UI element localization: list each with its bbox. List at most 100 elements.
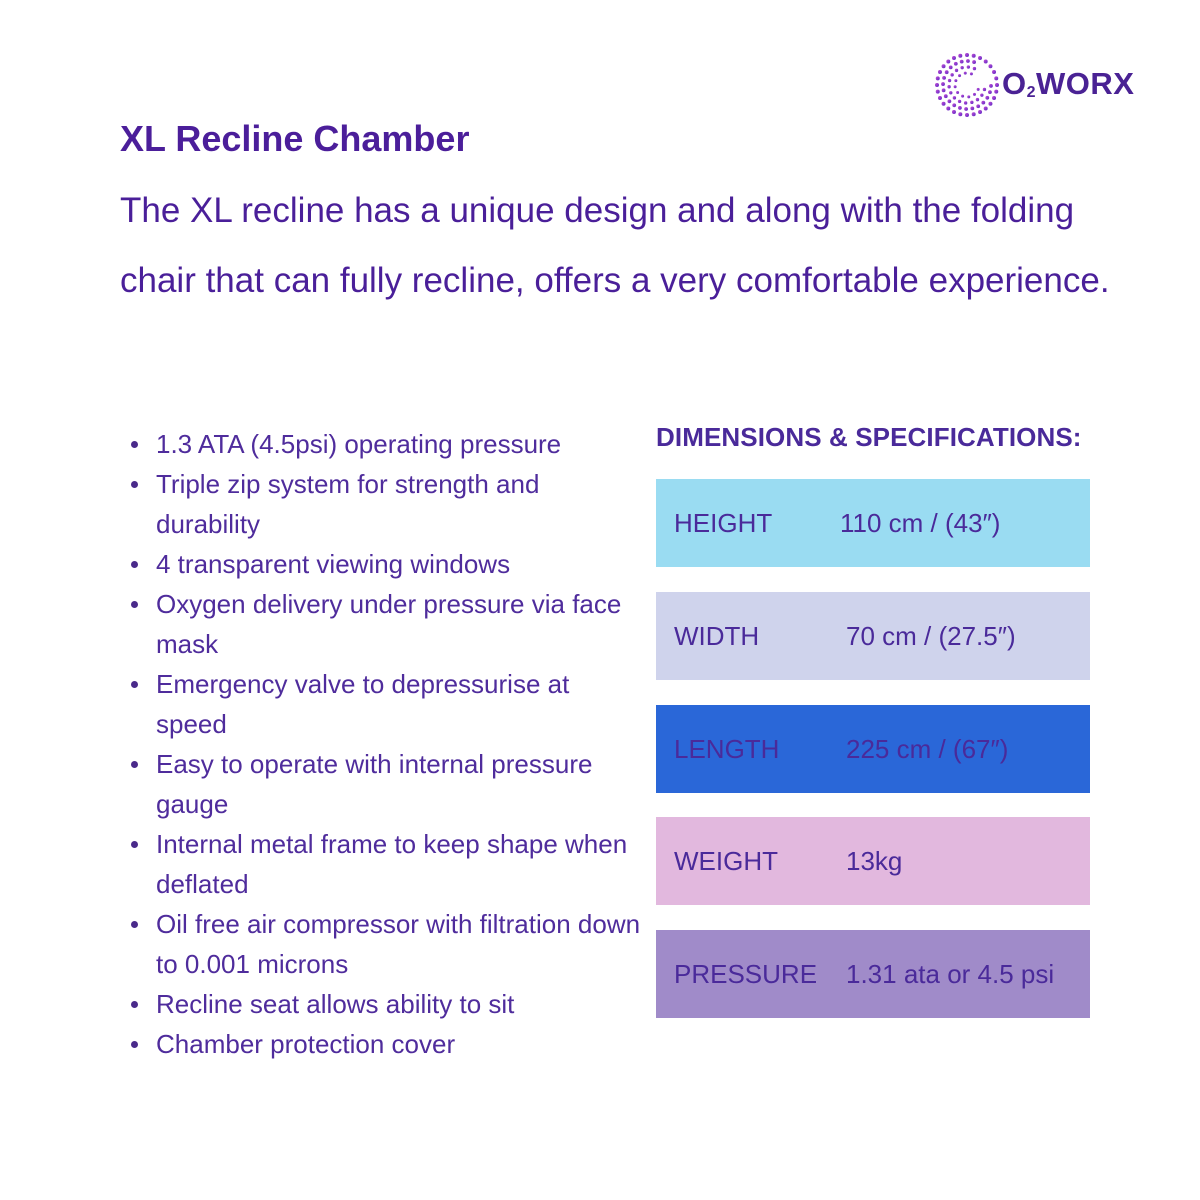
logo-dot bbox=[966, 59, 970, 63]
logo-dot bbox=[935, 89, 940, 94]
logo-dot bbox=[935, 83, 939, 87]
logo-dot bbox=[989, 84, 993, 88]
logo-dot bbox=[983, 106, 988, 111]
spec-row-width: WIDTH 70 cm / (27.5″) bbox=[656, 592, 1090, 680]
logo-dot bbox=[947, 99, 952, 104]
spec-row-length: LENGTH 225 cm / (67″) bbox=[656, 705, 1090, 793]
spec-row-weight: WEIGHT 13kg bbox=[656, 817, 1090, 905]
spec-label: WIDTH bbox=[674, 621, 760, 651]
logo-dot bbox=[971, 112, 976, 117]
feature-item: Triple zip system for strength and durab… bbox=[131, 464, 646, 544]
logo-dot bbox=[957, 99, 962, 104]
page-title: XL Recline Chamber bbox=[120, 118, 470, 159]
brand-o: O bbox=[1002, 66, 1027, 101]
logo-dot bbox=[970, 106, 975, 111]
logo-dot bbox=[941, 82, 945, 86]
spec-value: 110 cm / (43″) bbox=[840, 508, 1001, 538]
logo-dot bbox=[948, 65, 953, 70]
logo-dot bbox=[946, 59, 951, 64]
spec-value: 1.31 ata or 4.5 psi bbox=[846, 959, 1055, 989]
logo-dot bbox=[959, 59, 964, 64]
logo-dot bbox=[943, 94, 948, 99]
feature-item: Oil free air compressor with filtration … bbox=[131, 904, 646, 984]
logo-dot bbox=[953, 61, 958, 66]
feature-item: Internal metal frame to keep shape when … bbox=[131, 824, 646, 904]
logo-dot bbox=[992, 69, 997, 74]
logo-dot bbox=[971, 53, 976, 58]
logo-dot bbox=[951, 110, 956, 115]
feature-item: Chamber protection cover bbox=[131, 1024, 646, 1064]
logo-dot bbox=[935, 76, 940, 81]
feature-item: Recline seat allows ability to sit bbox=[131, 984, 646, 1024]
feature-item: Emergency valve to depressurise at speed bbox=[131, 664, 646, 744]
logo-dot bbox=[944, 70, 949, 75]
logo-dot bbox=[988, 90, 992, 94]
logo-dot bbox=[994, 76, 999, 81]
spec-label: PRESSURE bbox=[674, 959, 818, 989]
logo-dot bbox=[951, 55, 956, 60]
logo-dot bbox=[972, 60, 976, 64]
logo-dot bbox=[967, 95, 971, 99]
brand-worx: WORX bbox=[1036, 66, 1135, 101]
spec-value: 225 cm / (67″) bbox=[846, 734, 1009, 764]
logo-dot bbox=[953, 85, 957, 89]
feature-item: 4 transparent viewing windows bbox=[131, 544, 646, 584]
intro-paragraph: The XL recline has a unique design and a… bbox=[120, 191, 1110, 300]
logo-dot bbox=[988, 64, 993, 69]
logo-dot bbox=[992, 96, 997, 101]
brand-wordmark: O2WORX bbox=[1002, 66, 1134, 102]
logo-dot bbox=[958, 106, 962, 110]
logo-dot bbox=[980, 93, 984, 97]
logo-dot bbox=[937, 96, 942, 101]
logo-dot bbox=[958, 74, 962, 78]
spec-label: WEIGHT bbox=[674, 846, 778, 876]
logo-dot bbox=[976, 87, 980, 91]
logo-dot bbox=[960, 65, 964, 70]
logo-dot bbox=[983, 59, 988, 64]
logo-dot bbox=[958, 53, 963, 58]
logo-dot bbox=[995, 83, 999, 87]
logo-dot bbox=[961, 94, 965, 98]
logo-dot bbox=[947, 78, 952, 83]
logo-dot bbox=[965, 53, 969, 57]
logo-dot bbox=[969, 72, 973, 76]
logo-dot bbox=[972, 92, 976, 96]
logo-dot bbox=[949, 91, 953, 95]
logo-dot bbox=[985, 95, 990, 100]
logo-dot bbox=[981, 100, 986, 105]
brand-logo: O2WORX bbox=[934, 52, 1144, 118]
spec-row-height: HEIGHT 110 cm / (43″) bbox=[656, 479, 1090, 567]
logo-dot bbox=[978, 55, 983, 60]
logo-dot bbox=[963, 71, 967, 75]
logo-dot bbox=[976, 104, 981, 109]
logo-dot bbox=[942, 76, 946, 80]
logo-dot bbox=[978, 110, 983, 115]
feature-list: 1.3 ATA (4.5psi) operating pressure Trip… bbox=[131, 424, 646, 1064]
logo-dot bbox=[956, 90, 960, 94]
logo-dot bbox=[972, 66, 977, 71]
logo-dot bbox=[947, 85, 951, 89]
logo-dot bbox=[966, 65, 971, 69]
spec-label: LENGTH bbox=[674, 734, 780, 764]
logo-dot bbox=[982, 87, 987, 92]
logo-dot bbox=[958, 112, 963, 117]
spec-label: HEIGHT bbox=[674, 508, 773, 538]
logo-dot bbox=[941, 88, 946, 93]
logo-dot bbox=[963, 101, 968, 105]
dotted-circle-logo-icon bbox=[935, 53, 999, 117]
logo-dot bbox=[964, 107, 968, 111]
logo-dot bbox=[988, 101, 993, 106]
specs-heading: DIMENSIONS & SPECIFICATIONS: bbox=[656, 422, 1082, 452]
spec-value: 13kg bbox=[846, 846, 903, 876]
logo-dot bbox=[941, 64, 946, 69]
logo-dot bbox=[994, 89, 999, 94]
logo-dot bbox=[970, 100, 974, 105]
logo-dot bbox=[975, 97, 980, 102]
logo-dot bbox=[941, 101, 946, 106]
logo-dot bbox=[954, 79, 958, 83]
logo-dot bbox=[952, 103, 957, 108]
feature-item: Oxygen delivery under pressure via face … bbox=[131, 584, 646, 664]
logo-dot bbox=[946, 106, 951, 111]
logo-dot bbox=[965, 113, 969, 117]
logo-dot bbox=[952, 96, 957, 100]
